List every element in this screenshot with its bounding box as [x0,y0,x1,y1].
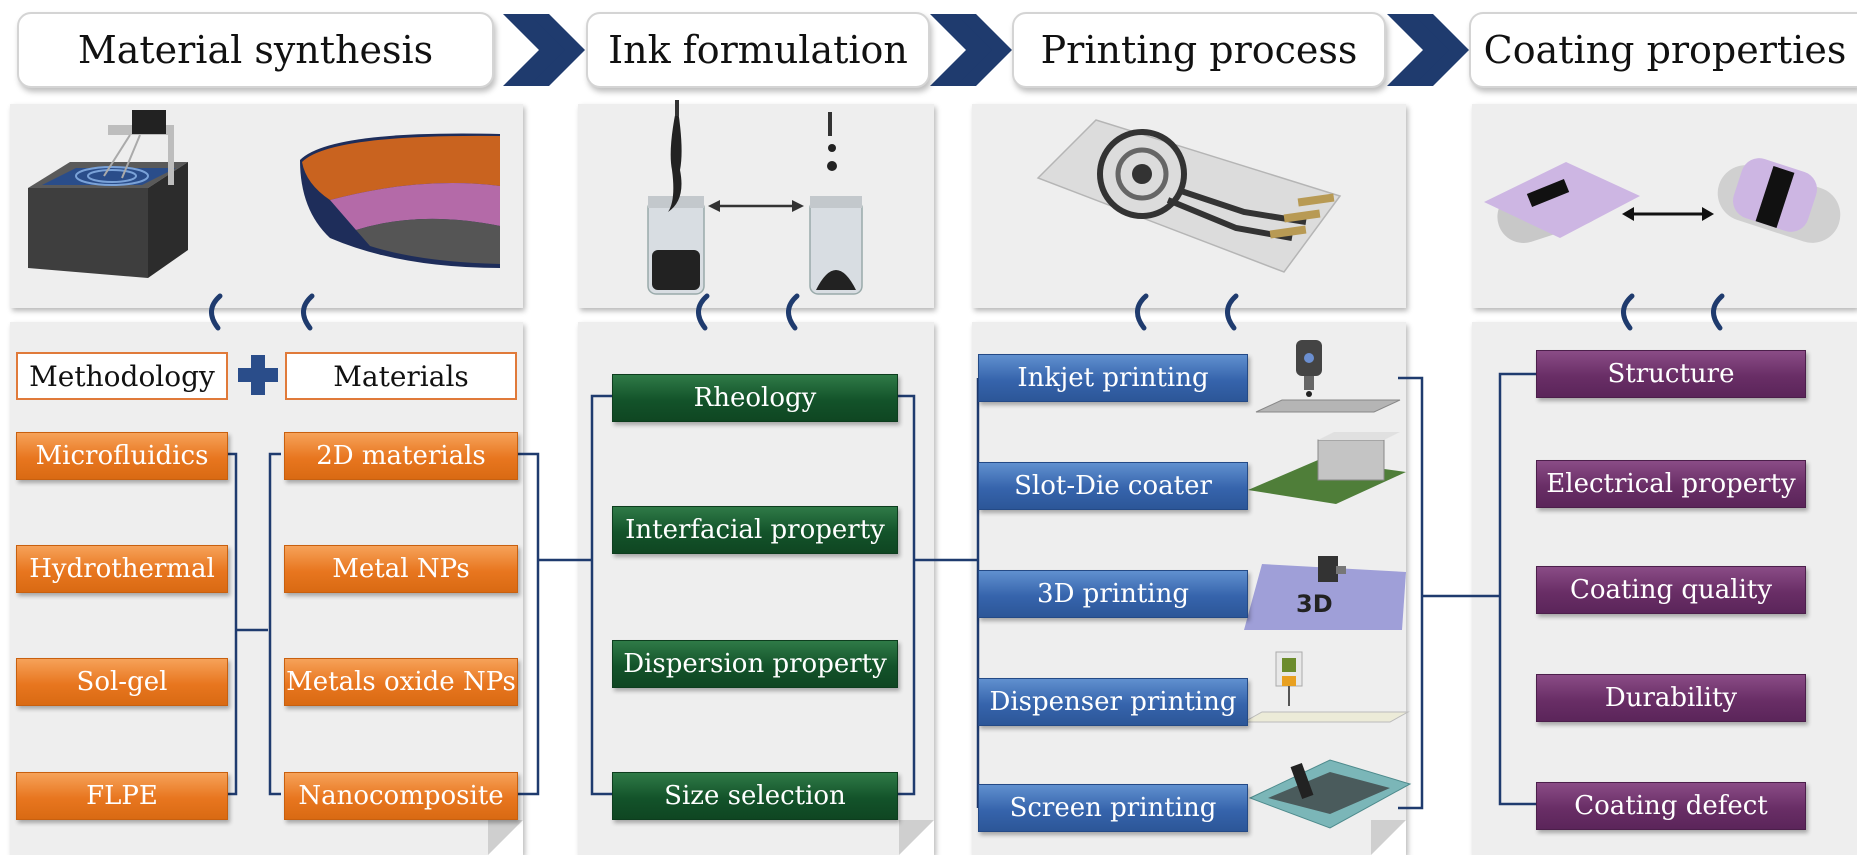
printing-3d[interactable]: 3D printing [978,570,1248,618]
chevron-arrow-icon [930,14,1012,86]
flat-coating-cylinder-icon [1484,162,1640,243]
materials-label: Materials [285,352,517,400]
dispenser-icon [1242,651,1410,723]
slot-die-coater-icon [1248,432,1406,504]
printing-slot-die[interactable]: Slot-Die coater [978,462,1248,510]
coating-durability[interactable]: Durability [1536,674,1806,722]
chevron-arrow-icon [503,14,585,86]
page-fold-icon [488,820,1406,855]
header-ink-formulation: Ink formulation [586,12,930,88]
printing-screen[interactable]: Screen printing [978,784,1248,832]
printed-sensor-icon [1036,119,1342,273]
3d-object-label: 3D [1296,590,1333,618]
method-flpe[interactable]: FLPE [16,772,228,820]
ink-rheology[interactable]: Rheology [612,374,898,422]
double-arrow-icon [1622,207,1714,221]
material-2d-materials[interactable]: 2D materials [284,432,518,480]
header-coating-properties: Coating properties [1469,12,1857,88]
material-metals-oxide-nps[interactable]: Metals oxide NPs [284,658,518,706]
coating-quality[interactable]: Coating quality [1536,566,1806,614]
material-nanocomposite[interactable]: Nanocomposite [284,772,518,820]
inkjet-head-icon [1255,340,1401,413]
method-microfluidics[interactable]: Microfluidics [16,432,228,480]
plus-icon [238,355,278,395]
double-arrow-icon [708,200,804,212]
ink-vial-dripping-icon [809,112,863,295]
coating-defect[interactable]: Coating defect [1536,782,1806,830]
method-hydrothermal[interactable]: Hydrothermal [16,545,228,593]
ink-dispersion-property[interactable]: Dispersion property [612,640,898,688]
material-metal-nps[interactable]: Metal NPs [284,545,518,593]
method-sol-gel[interactable]: Sol-gel [16,658,228,706]
wrapped-coating-cylinder-icon [1717,158,1841,243]
2d-material-sheet-icon [300,133,500,268]
ink-interfacial-property[interactable]: Interfacial property [612,506,898,554]
ink-size-selection[interactable]: Size selection [612,772,898,820]
coating-structure[interactable]: Structure [1536,350,1806,398]
ink-vial-icon [647,100,705,295]
screen-printer-icon [1248,759,1412,829]
header-printing-process: Printing process [1012,12,1386,88]
chevron-arrow-icon [1387,14,1469,86]
printing-inkjet[interactable]: Inkjet printing [978,354,1248,402]
methodology-label: Methodology [16,352,228,400]
printing-dispenser[interactable]: Dispenser printing [978,678,1248,726]
3d-printer-icon: 3D [1244,556,1406,630]
coating-electrical-property[interactable]: Electrical property [1536,460,1806,508]
connector-hook-icon [209,293,1725,331]
ultrasonic-bath-icon [28,110,188,278]
header-material-synthesis: Material synthesis [17,12,494,88]
